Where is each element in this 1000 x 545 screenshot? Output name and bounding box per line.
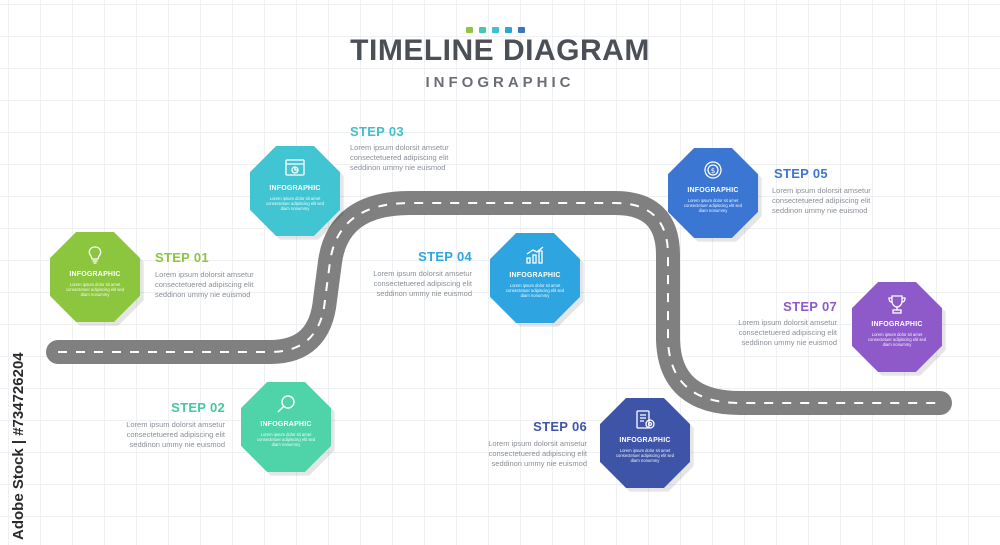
step-06-hexagon: INFOGRAPHIC Lorem ipsum dolor sit amet c… [600, 398, 690, 488]
step-06-label: INFOGRAPHIC [619, 437, 671, 444]
step-04-box-text: Lorem ipsum dolor sit amet consectetuer … [505, 283, 565, 299]
step-06-box-text: Lorem ipsum dolor sit amet consectetuer … [615, 448, 675, 464]
step-06-title: STEP 06 [533, 419, 587, 434]
step-06-desc: Lorem ipsum dolorsit amsetur consectetue… [488, 439, 587, 468]
step-07-title: STEP 07 [783, 299, 837, 314]
step-04-label: INFOGRAPHIC [509, 272, 561, 279]
step-01-box-text: Lorem ipsum dolor sit amet consectetuer … [65, 282, 125, 298]
lightbulb-icon [88, 246, 102, 264]
step-05-desc: Lorem ipsum dolorsit amsetur consectetue… [772, 186, 871, 215]
step-02-desc: Lorem ipsum dolorsit amsetur consectetue… [126, 420, 225, 449]
header-dot [466, 27, 473, 33]
page-subtitle: INFOGRAPHIC [425, 74, 575, 91]
step-01-title: STEP 01 [155, 250, 209, 265]
road-center-line [58, 202, 940, 404]
step-05-label: INFOGRAPHIC [687, 187, 739, 194]
step-02-hexagon: INFOGRAPHIC Lorem ipsum dolor sit amet c… [241, 382, 331, 472]
step-05-title: STEP 05 [774, 166, 828, 181]
step-01-hexagon: INFOGRAPHIC Lorem ipsum dolor sit amet c… [50, 232, 140, 322]
header-dots [466, 27, 525, 33]
header-dot [479, 27, 486, 33]
step-02-title: STEP 02 [171, 400, 225, 415]
step-03-label: INFOGRAPHIC [269, 185, 321, 192]
svg-text:$: $ [711, 167, 715, 175]
step-03-title: STEP 03 [350, 124, 404, 139]
step-04-title: STEP 04 [418, 249, 472, 264]
step-05-box-text: Lorem ipsum dolor sit amet consectetuer … [683, 198, 743, 214]
step-04-hexagon: INFOGRAPHIC Lorem ipsum dolor sit amet c… [490, 233, 580, 323]
step-07-hexagon: INFOGRAPHIC Lorem ipsum dolor sit amet c… [852, 282, 942, 372]
step-07-box-text: Lorem ipsum dolor sit amet consectetuer … [867, 332, 927, 348]
bar-growth-icon [526, 246, 544, 264]
step-02-box-text: Lorem ipsum dolor sit amet consectetuer … [256, 432, 316, 448]
header-dot [518, 27, 525, 33]
step-01-desc: Lorem ipsum dolorsit amsetur consectetue… [155, 270, 254, 299]
step-04-desc: Lorem ipsum dolorsit amsetur consectetue… [373, 269, 472, 298]
header-dot [505, 27, 512, 33]
page-title: TIMELINE DIAGRAM [350, 34, 650, 67]
stock-watermark: Adobe Stock | #734726204 [10, 300, 30, 540]
header-dot [492, 27, 499, 33]
step-05-hexagon: $ INFOGRAPHIC Lorem ipsum dolor sit amet… [668, 148, 758, 238]
checklist-target-icon [636, 410, 655, 429]
browser-chart-icon [285, 159, 305, 176]
step-07-desc: Lorem ipsum dolorsit amsetur consectetue… [738, 318, 837, 347]
step-03-hexagon: INFOGRAPHIC Lorem ipsum dolor sit amet c… [250, 146, 340, 236]
step-01-label: INFOGRAPHIC [69, 271, 121, 278]
magnifier-icon [277, 395, 295, 413]
step-02-label: INFOGRAPHIC [260, 421, 312, 428]
watermark-text: Adobe Stock | #734726204 [10, 352, 27, 540]
step-03-desc: Lorem ipsum dolorsit amsetur consectetue… [350, 143, 449, 172]
step-03-box-text: Lorem ipsum dolor sit amet consectetuer … [265, 196, 325, 212]
dollar-target-icon: $ [704, 161, 722, 179]
trophy-icon [888, 295, 906, 314]
step-07-label: INFOGRAPHIC [871, 321, 923, 328]
